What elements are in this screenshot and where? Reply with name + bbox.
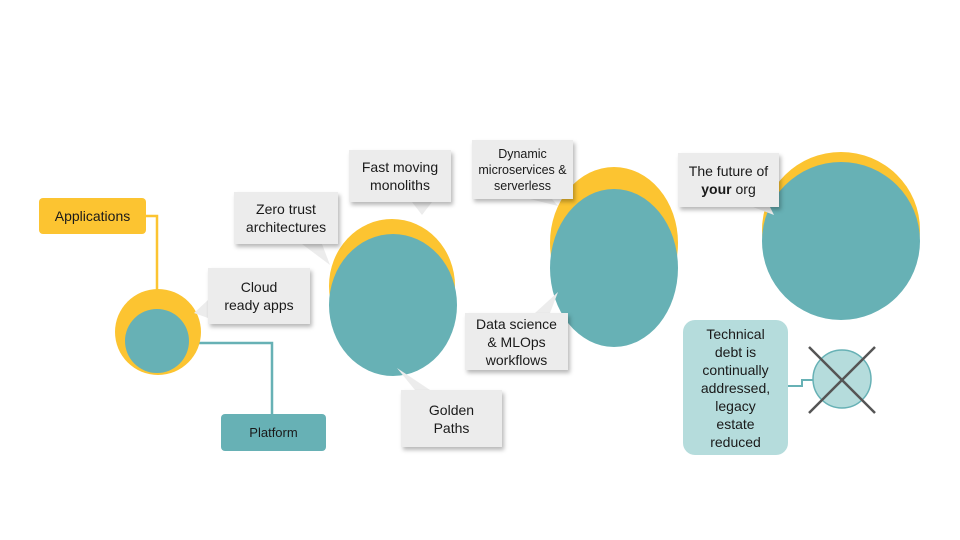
stage4-platform-circle	[762, 162, 920, 320]
callout-cloud-ready: Cloud ready apps	[208, 268, 310, 324]
stage2-platform-circle	[329, 234, 457, 376]
tech-debt-note: Technical debt is continually addressed,…	[683, 320, 788, 455]
platform-connector	[187, 341, 274, 414]
golden-paths-pointer	[397, 368, 430, 390]
stage3-platform-circle	[550, 189, 678, 347]
dynamic-micro-pointer	[530, 199, 558, 206]
callout-dynamic-microservices: Dynamic microservices & serverless	[472, 140, 573, 199]
callout-future-org: The future of your org	[678, 153, 779, 207]
callout-data-science: Data science & MLOps workflows	[465, 313, 568, 370]
callout-zero-trust: Zero trust architectures	[234, 192, 338, 244]
cloud-ready-pointer	[194, 300, 208, 318]
data-science-pointer	[535, 292, 558, 313]
future-emphasis: your	[701, 181, 732, 197]
applications-label: Applications	[39, 198, 146, 234]
applications-connector	[146, 214, 159, 290]
future-line-1: The future of	[688, 163, 769, 179]
future-suffix: org	[735, 181, 756, 197]
fast-moving-pointer	[412, 202, 432, 215]
callout-fast-moving: Fast moving monoliths	[349, 150, 451, 202]
tech-debt-connector	[788, 379, 813, 387]
platform-label: Platform	[221, 414, 326, 451]
stage1-platform-circle	[125, 309, 189, 373]
future-pointer	[753, 207, 774, 215]
x-mark-line-b	[808, 346, 876, 414]
future-line-2: your org	[701, 180, 755, 198]
callout-golden-paths: Golden Paths	[401, 390, 502, 447]
zero-trust-pointer	[302, 244, 330, 265]
